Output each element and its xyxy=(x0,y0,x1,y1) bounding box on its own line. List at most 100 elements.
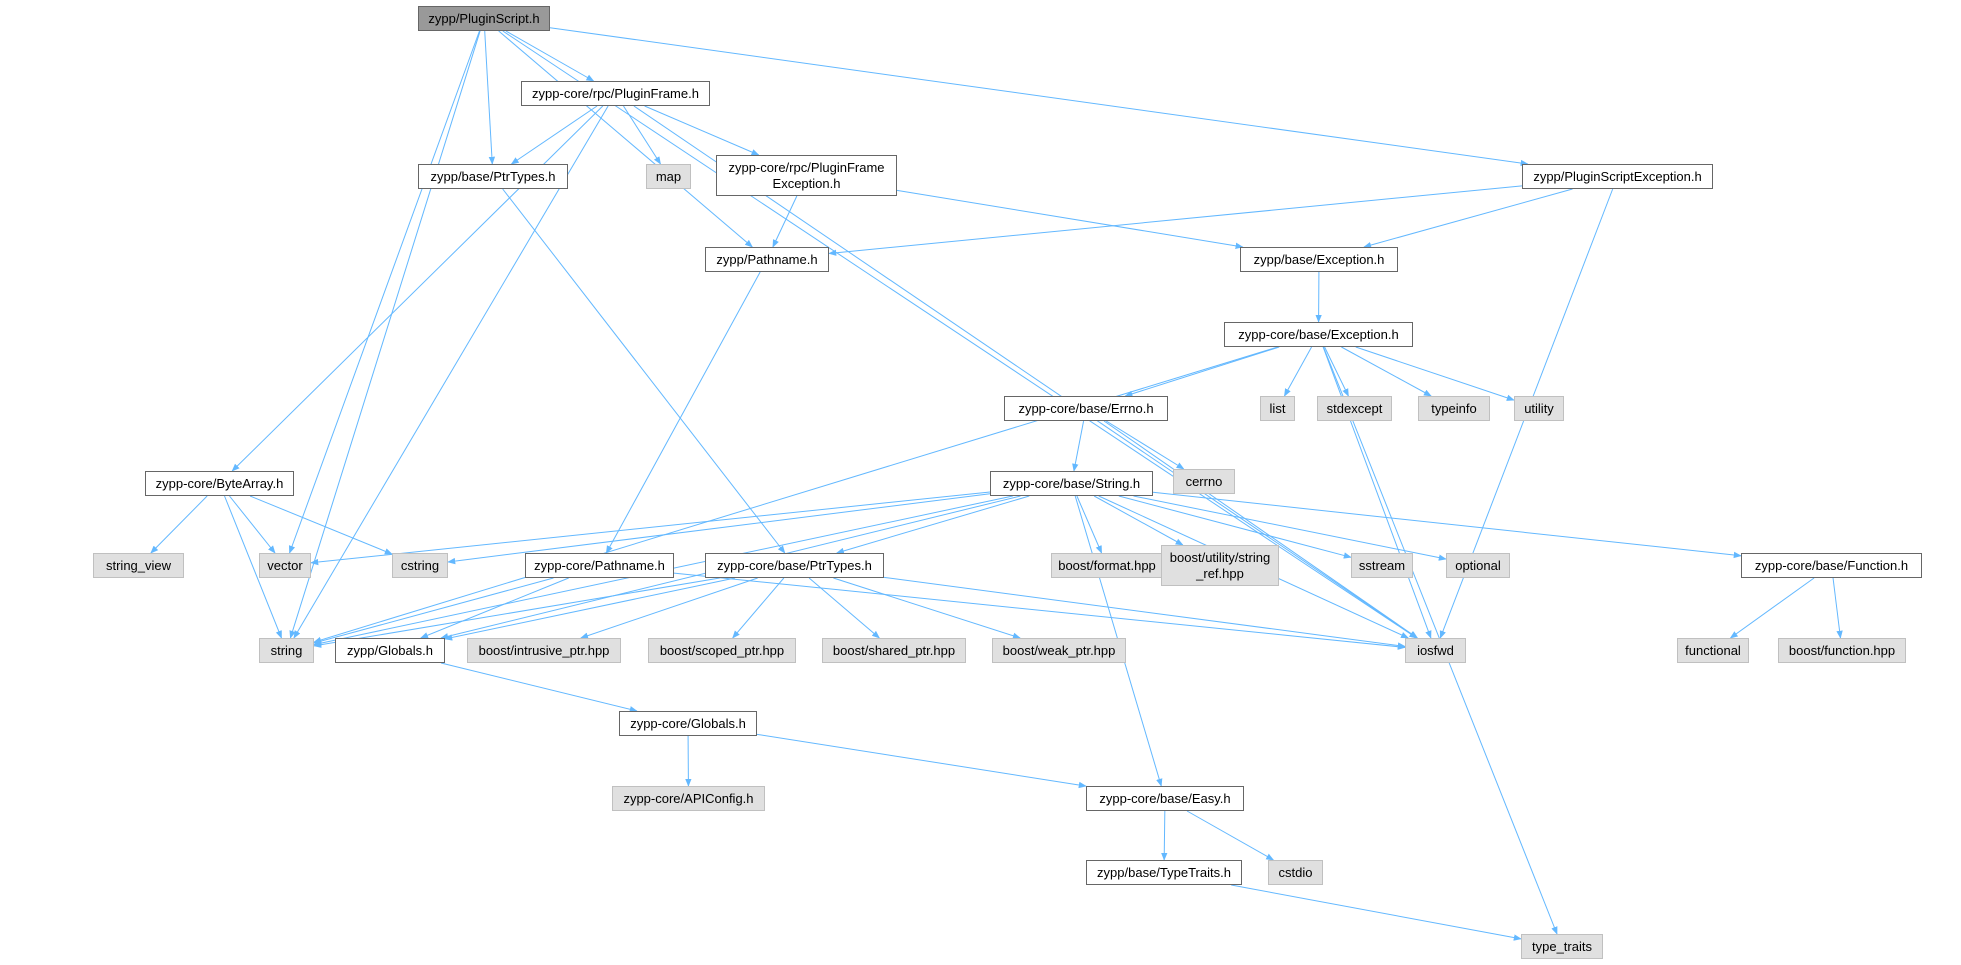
edge-n_string_h-to-n_optional xyxy=(1133,495,1447,561)
node-zypp-base-ptrtypes-h[interactable]: zypp/base/PtrTypes.h xyxy=(418,164,568,189)
edge-n_core_ptrtypes-to-n_boost_intrusive xyxy=(580,577,758,639)
edge-n_typetraits_h-to-n_type_traits xyxy=(1231,884,1522,941)
edge-n_core_ptrtypes-to-n_boost_shared xyxy=(808,577,880,639)
edge-n_core_pathname-to-n_globals_zypp xyxy=(420,577,569,639)
edge-n_globals_zypp-to-n_core_globals xyxy=(440,662,638,713)
node-map: map xyxy=(646,164,691,189)
node-optional: optional xyxy=(1446,553,1510,578)
edge-n_pfexception-to-n_exception_base xyxy=(896,189,1244,249)
edge-n_function_h-to-n_functional xyxy=(1729,577,1815,639)
edge-n_pluginscript-to-n_ptrtypes_base xyxy=(484,30,496,165)
node-zypp-base-exception-h[interactable]: zypp/base/Exception.h xyxy=(1240,247,1398,272)
edge-n_easy-to-n_typetraits_h xyxy=(1161,810,1168,861)
edge-n_string_h-to-n_function_h xyxy=(1152,491,1742,559)
edge-n_pluginframe-to-n_bytearray xyxy=(231,105,604,472)
edge-n_core_ptrtypes-to-n_globals_zypp xyxy=(444,577,736,641)
edge-n_pluginframe-to-n_string xyxy=(293,105,609,639)
edge-n_errno-to-n_string_h xyxy=(1072,420,1085,472)
node-functional: functional xyxy=(1677,638,1749,663)
edge-n_core_pathname-to-n_string xyxy=(313,577,554,645)
node-cstring: cstring xyxy=(392,553,448,578)
edge-n_string_h-to-n_vector xyxy=(310,491,991,566)
node-boost-scoped-ptr-hpp: boost/scoped_ptr.hpp xyxy=(648,638,796,663)
edge-n_easy-to-n_cstdio xyxy=(1186,810,1275,861)
node-zypp-pluginscript-h[interactable]: zypp/PluginScript.h xyxy=(418,6,550,31)
edge-n_string_h-to-n_core_ptrtypes xyxy=(835,495,1030,555)
node-zypp-base-typetraits-h[interactable]: zypp/base/TypeTraits.h xyxy=(1086,860,1242,885)
node-boost-shared-ptr-hpp: boost/shared_ptr.hpp xyxy=(822,638,966,663)
node-typeinfo: typeinfo xyxy=(1418,396,1490,421)
node-zypp-core-base-exception-h[interactable]: zypp-core/base/Exception.h xyxy=(1224,322,1413,347)
edge-n_pluginscript-to-n_pluginframe xyxy=(505,30,595,82)
edge-n_pathname-to-n_core_pathname xyxy=(605,271,761,554)
node-boost-intrusive-ptr-hpp: boost/intrusive_ptr.hpp xyxy=(467,638,621,663)
edge-n_bytearray-to-n_string_view xyxy=(150,495,208,554)
node-zypp-core-globals-h[interactable]: zypp-core/Globals.h xyxy=(619,711,757,736)
node-zypp-core-base-function-h[interactable]: zypp-core/base/Function.h xyxy=(1741,553,1922,578)
edge-n_pluginscript-to-n_pathname xyxy=(498,30,753,248)
edge-n_pluginscript-to-n_iosfwd xyxy=(502,30,1418,639)
edge-n_pluginframe-to-n_map xyxy=(623,105,661,165)
node-utility: utility xyxy=(1514,396,1564,421)
edge-n_pluginscript-to-n_string xyxy=(289,30,481,639)
node-type-traits: type_traits xyxy=(1521,934,1603,959)
node-zypp-globals-h[interactable]: zypp/Globals.h xyxy=(335,638,445,663)
node-list: list xyxy=(1260,396,1295,421)
node-iosfwd: iosfwd xyxy=(1405,638,1466,663)
edge-n_core_exception-to-n_utility xyxy=(1355,346,1515,401)
edge-n_errno-to-n_iosfwd xyxy=(1103,420,1419,639)
edge-n_psexception-to-n_pathname xyxy=(828,185,1523,256)
node-boost-function-hpp: boost/function.hpp xyxy=(1778,638,1906,663)
node-stdexcept: stdexcept xyxy=(1317,396,1392,421)
edge-n_core_ptrtypes-to-n_iosfwd xyxy=(883,576,1406,649)
edge-n_core_ptrtypes-to-n_boost_scoped xyxy=(732,577,785,639)
node-zypp-core-base-string-h[interactable]: zypp-core/base/String.h xyxy=(990,471,1153,496)
edge-n_core_exception-to-n_typeinfo xyxy=(1341,346,1432,397)
node-vector: vector xyxy=(259,553,311,578)
node-zypp-pluginscriptexception-h[interactable]: zypp/PluginScriptException.h xyxy=(1522,164,1713,189)
edge-n_pluginframe-to-n_pfexception xyxy=(644,105,760,156)
edge-n_pfexception-to-n_pathname xyxy=(772,195,798,248)
edge-n_string_h-to-n_boost_format xyxy=(1076,495,1103,554)
edge-n_core_ptrtypes-to-n_string xyxy=(313,577,720,648)
edge-n_string_h-to-n_sstream xyxy=(1118,495,1352,559)
edge-n_function_h-to-n_boost_function xyxy=(1832,577,1843,639)
edge-n_core_exception-to-n_list xyxy=(1283,346,1313,397)
node-zypp-core-pathname-h[interactable]: zypp-core/Pathname.h xyxy=(525,553,674,578)
edge-n_pluginscript-to-n_vector xyxy=(289,30,480,554)
edge-n_errno-to-n_cerrno xyxy=(1105,420,1185,470)
edge-n_pluginframe-to-n_ptrtypes_base xyxy=(510,105,598,165)
node-zypp-core-rpc-pluginframeexception-h[interactable]: zypp-core/rpc/PluginFrame Exception.h xyxy=(716,155,897,196)
node-string-view: string_view xyxy=(93,553,184,578)
node-zypp-pathname-h[interactable]: zypp/Pathname.h xyxy=(705,247,829,272)
node-boost-weak-ptr-hpp: boost/weak_ptr.hpp xyxy=(992,638,1126,663)
node-zypp-core-apiconfig-h: zypp-core/APIConfig.h xyxy=(612,786,765,811)
edge-n_core_exception-to-n_stdexcept xyxy=(1324,346,1349,397)
node-cerrno: cerrno xyxy=(1173,469,1235,494)
edge-n_core_globals-to-n_easy xyxy=(756,733,1087,789)
edge-n_core_exception-to-n_errno xyxy=(1124,346,1280,397)
edge-n_core_pathname-to-n_iosfwd xyxy=(673,572,1406,650)
edge-n_string_h-to-n_boost_strref xyxy=(1093,495,1184,546)
node-zypp-core-base-errno-h[interactable]: zypp-core/base/Errno.h xyxy=(1004,396,1168,421)
edge-n_core_exception-to-n_iosfwd xyxy=(1322,346,1432,639)
edge-n_bytearray-to-n_cstring xyxy=(249,495,393,555)
edges-layer xyxy=(150,27,1843,941)
node-cstdio: cstdio xyxy=(1268,860,1323,885)
edge-n_bytearray-to-n_vector xyxy=(229,495,276,554)
edge-n_ptrtypes_base-to-n_core_ptrtypes xyxy=(502,188,786,554)
node-boost-format-hpp: boost/format.hpp xyxy=(1051,553,1163,578)
node-sstream: sstream xyxy=(1351,553,1413,578)
edge-n_bytearray-to-n_string xyxy=(224,495,282,639)
node-zypp-core-bytearray-h[interactable]: zypp-core/ByteArray.h xyxy=(145,471,294,496)
node-zypp-core-base-ptrtypes-h[interactable]: zypp-core/base/PtrTypes.h xyxy=(705,553,884,578)
node-zypp-core-base-easy-h[interactable]: zypp-core/base/Easy.h xyxy=(1086,786,1244,811)
node-boost-utility-string-ref-hpp: boost/utility/string _ref.hpp xyxy=(1161,545,1279,586)
node-zypp-core-rpc-pluginframe-h[interactable]: zypp-core/rpc/PluginFrame.h xyxy=(521,81,710,106)
node-string: string xyxy=(259,638,314,663)
edge-n_psexception-to-n_exception_base xyxy=(1363,188,1573,249)
edge-n_string_h-to-n_cstring xyxy=(447,493,991,565)
edge-n_core_ptrtypes-to-n_boost_weak xyxy=(833,577,1021,639)
edge-n_pluginscript-to-n_psexception xyxy=(549,27,1529,167)
